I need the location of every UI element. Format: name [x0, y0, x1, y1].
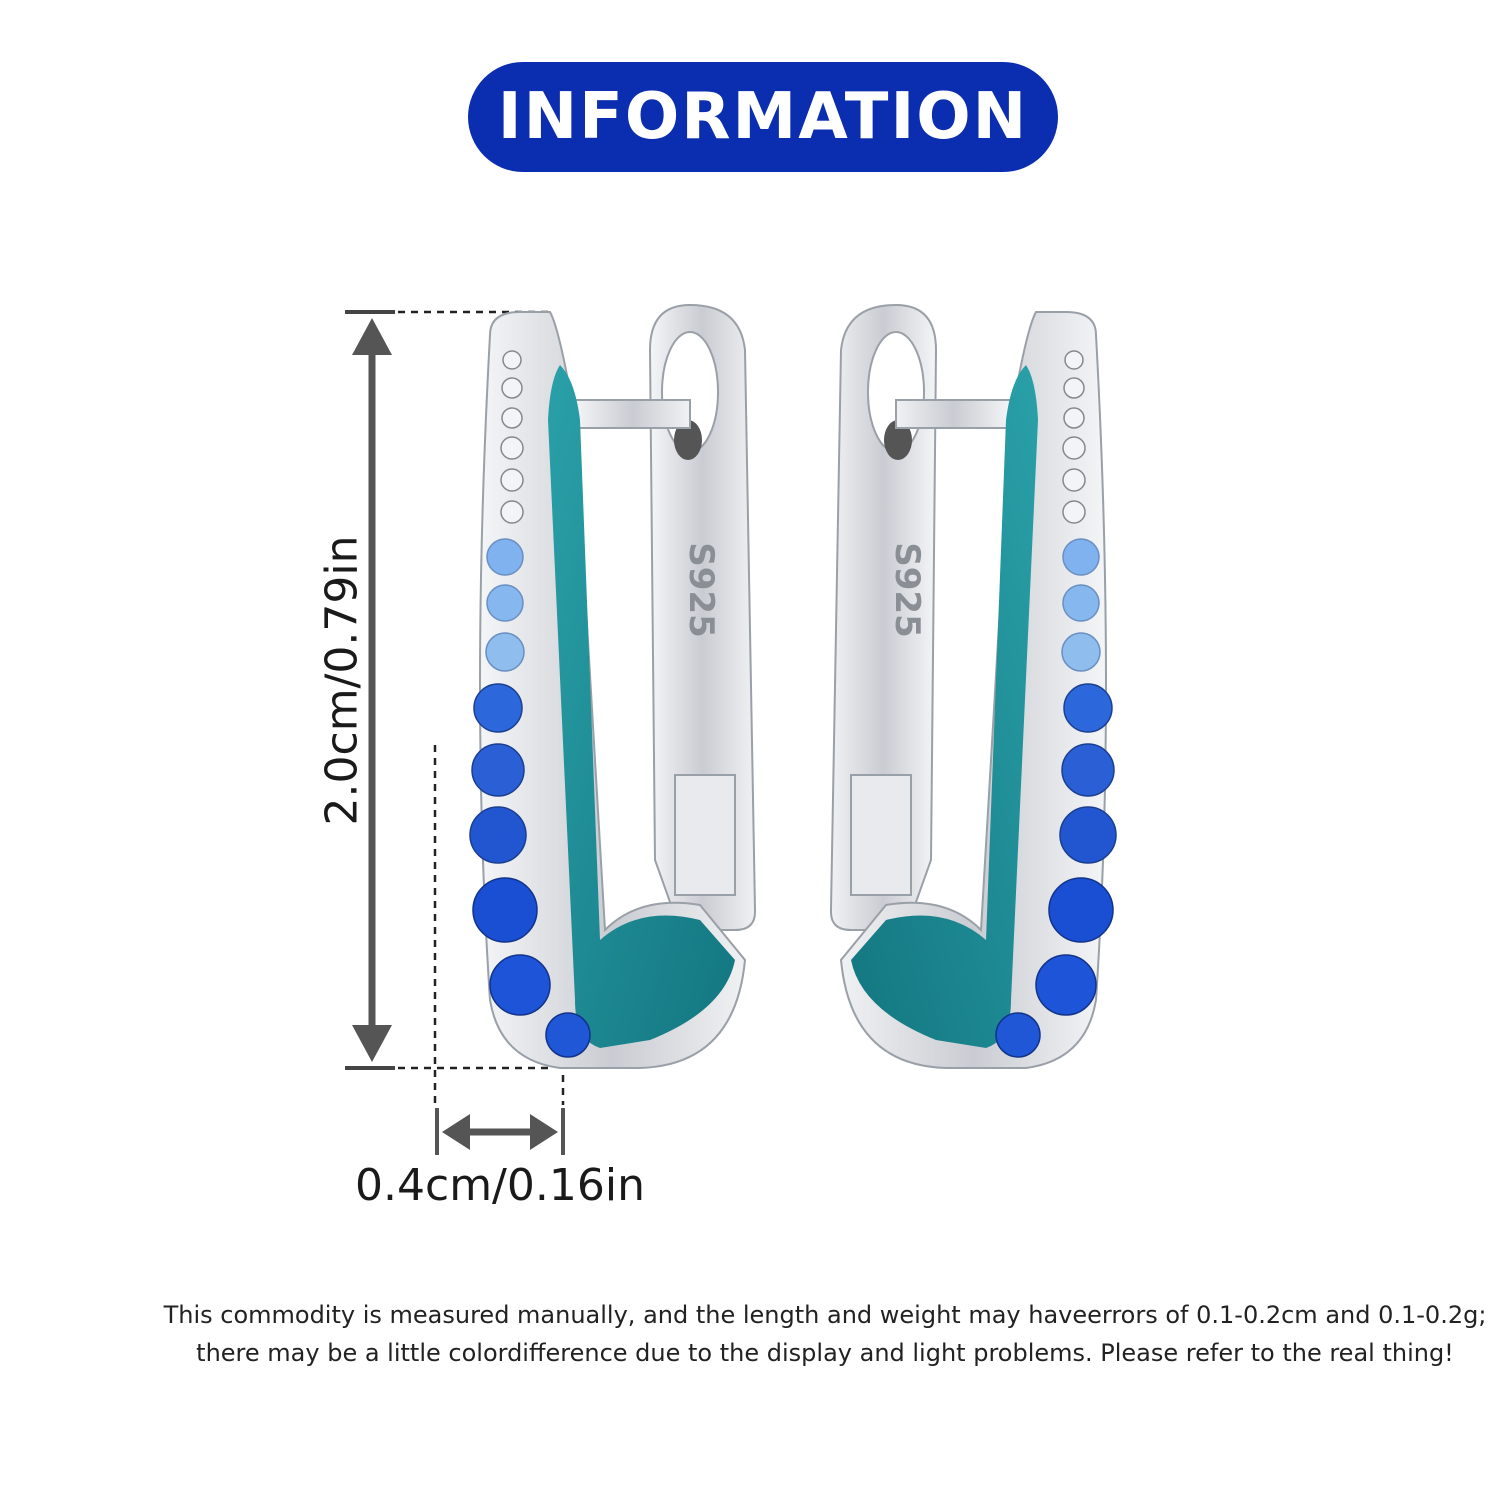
height-dimension-label-wrap: 2.0cm/0.79in [312, 320, 372, 1040]
width-dimension-arrow [433, 745, 565, 1155]
width-dimension-label: 0.4cm/0.16in [355, 1160, 645, 1211]
disclaimer-line-1: This commodity is measured manually, and… [163, 1301, 1487, 1329]
height-dimension-label: 2.0cm/0.79in [316, 535, 368, 825]
s925-stamp: S925 [681, 542, 721, 637]
left-earring: S925 [469, 303, 757, 1069]
information-header-badge: INFORMATION [468, 62, 1058, 172]
height-dimension-arrow [345, 310, 550, 1070]
disclaimer-line-2: there may be a little colordifference du… [196, 1339, 1454, 1367]
s925-stamp-right: S925 [887, 542, 927, 637]
right-earring [829, 303, 1117, 1069]
left-earring-stones [469, 350, 591, 1058]
header-title: INFORMATION [497, 80, 1029, 154]
